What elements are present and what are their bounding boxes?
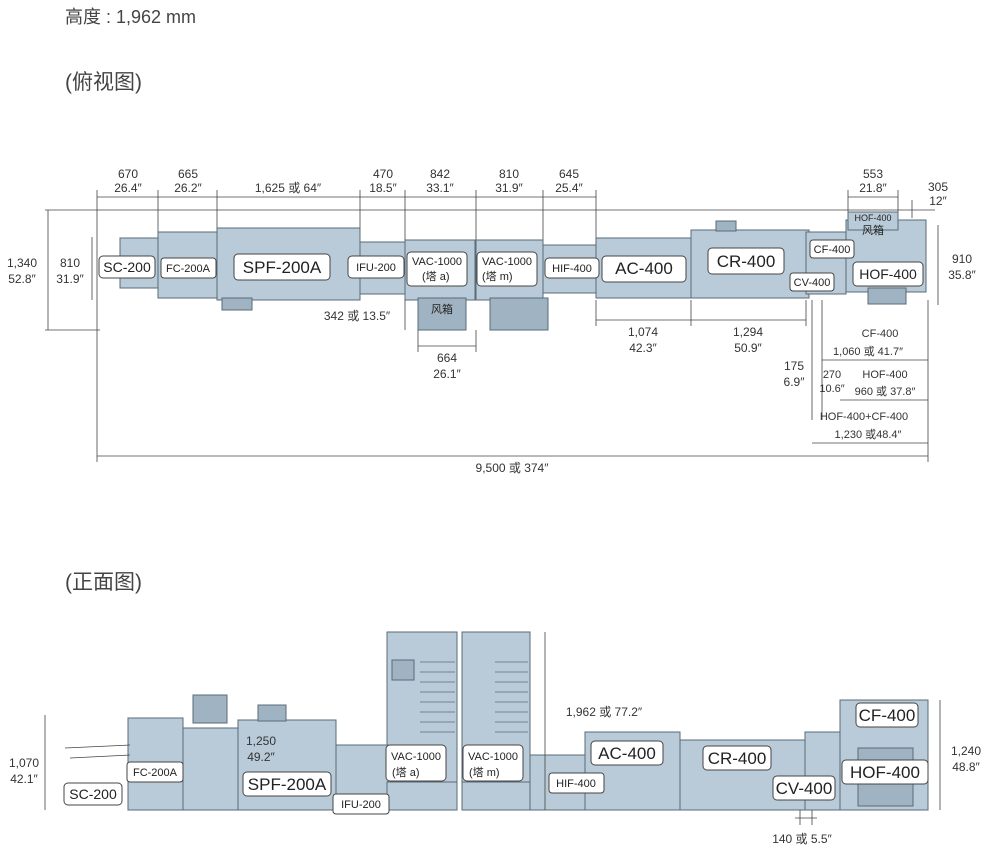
dim-470-in: 18.5″ <box>369 181 397 195</box>
dim-342: 342 或 13.5″ <box>324 309 391 323</box>
dim-670-in: 26.4″ <box>114 181 142 195</box>
dim-842-in: 33.1″ <box>426 181 454 195</box>
front-view-title: (正面图) <box>65 571 142 594</box>
front-vac-a-label: VAC-1000 <box>391 751 441 763</box>
top-hof400-label: HOF-400 <box>859 266 917 282</box>
front-spf200a-label: SPF-200A <box>248 775 327 794</box>
height-spec: 高度 : 1,962 mm <box>65 7 197 27</box>
top-cf400-label: CF-400 <box>814 244 851 256</box>
dim-combo-val: 1,230 或48.4″ <box>835 428 902 441</box>
top-hof400-small: HOF-400 <box>854 213 891 223</box>
dim-hof-106: 10.6″ <box>819 383 844 395</box>
dim-670-mm: 670 <box>118 167 138 181</box>
front-ac400-label: AC-400 <box>598 744 656 763</box>
dim-553-in: 21.8″ <box>859 181 887 195</box>
dim-470-mm: 470 <box>373 167 393 181</box>
top-vac-m-label: VAC-1000 <box>482 256 532 268</box>
top-cr400-label: CR-400 <box>717 252 776 271</box>
front-fc200a-label: FC-200A <box>133 767 178 779</box>
dim-664-mm: 664 <box>437 351 457 365</box>
front-vac-m-label: VAC-1000 <box>468 751 518 763</box>
dim-1294-in: 50.9″ <box>734 341 762 355</box>
front-dim-cv-gap: 140 或 5.5″ <box>772 832 832 846</box>
dim-665-mm: 665 <box>178 167 198 181</box>
dim-305-in: 12″ <box>929 194 947 208</box>
dim-1294-mm: 1,294 <box>733 325 763 339</box>
front-dim-1250-in: 49.2″ <box>247 750 275 764</box>
front-vac-a-sub: (塔 a) <box>392 766 420 779</box>
dim-910-in: 35.8″ <box>948 268 976 282</box>
front-dim-1070-mm: 1,070 <box>9 756 39 770</box>
dim-553-mm: 553 <box>863 167 883 181</box>
top-vac-a-sub: (塔 a) <box>422 270 450 283</box>
top-ac400-label: AC-400 <box>615 259 673 278</box>
front-cf400-label: CF-400 <box>859 706 916 725</box>
top-sc200-label: SC-200 <box>103 259 151 275</box>
top-view: SC-200 FC-200A SPF-200A IFU-200 VAC-1000… <box>7 167 977 475</box>
top-view-title: (俯视图) <box>65 71 142 94</box>
front-hif400-label: HIF-400 <box>556 778 596 790</box>
top-fengxiang-1: 风箱 <box>431 302 453 316</box>
dim-810-in: 31.9″ <box>495 181 523 195</box>
dim-842-mm: 842 <box>430 167 450 181</box>
front-vac-m-sub: (塔 m) <box>469 766 500 779</box>
top-spf200a-label: SPF-200A <box>243 258 322 277</box>
dim-305-mm: 305 <box>928 180 948 194</box>
top-fc200a-label: FC-200A <box>166 263 211 275</box>
top-cv400-label: CV-400 <box>794 277 831 289</box>
dim-hof-270: 270 <box>823 369 841 381</box>
front-dim-1240-in: 48.8″ <box>952 760 980 774</box>
dim-1625: 1,625 或 64″ <box>255 181 322 195</box>
dim-665-in: 26.2″ <box>174 181 202 195</box>
dim-cf-val: 1,060 或 41.7″ <box>833 345 903 358</box>
dim-175-mm: 175 <box>784 359 804 373</box>
dim-hof-val: 960 或 37.8″ <box>855 385 916 398</box>
dim-810-mm: 810 <box>499 167 519 181</box>
top-hif400-label: HIF-400 <box>552 263 592 275</box>
front-dim-1250-mm: 1,250 <box>246 734 276 748</box>
front-cr400-label: CR-400 <box>708 749 767 768</box>
front-dim-1070-in: 42.1″ <box>10 772 38 786</box>
dim-1340-mm: 1,340 <box>7 256 37 270</box>
dim-645-in: 25.4″ <box>555 181 583 195</box>
top-vac-m-sub: (塔 m) <box>482 270 513 283</box>
dim-total: 9,500 或 374″ <box>476 461 550 475</box>
dim-664-in: 26.1″ <box>433 367 461 381</box>
dim-cf-title: CF-400 <box>862 328 899 340</box>
dim-1074-in: 42.3″ <box>629 341 657 355</box>
dim-175-in: 6.9″ <box>784 375 806 389</box>
front-dim-tower: 1,962 或 77.2″ <box>566 705 643 719</box>
front-sc200-label: SC-200 <box>69 786 117 802</box>
dim-combo-title: HOF-400+CF-400 <box>820 411 908 423</box>
dim-910-mm: 910 <box>952 252 972 266</box>
dim-1340-in: 52.8″ <box>8 272 36 286</box>
front-cv400-label: CV-400 <box>776 779 833 798</box>
front-ifu200-label: IFU-200 <box>341 799 381 811</box>
dim-645-mm: 645 <box>559 167 579 181</box>
front-hof400-label: HOF-400 <box>850 763 920 782</box>
dim-1074-mm: 1,074 <box>628 325 658 339</box>
top-fengxiang-2: 风箱 <box>862 223 884 237</box>
dim-hof-title: HOF-400 <box>862 369 907 381</box>
top-vac-a-label: VAC-1000 <box>412 256 462 268</box>
dim-810l-mm: 810 <box>60 256 80 270</box>
front-dim-1240-mm: 1,240 <box>951 744 981 758</box>
front-view: SC-200 FC-200A SPF-200A IFU-200 VAC-1000… <box>9 631 981 846</box>
dim-810l-in: 31.9″ <box>56 272 84 286</box>
top-ifu200-label: IFU-200 <box>356 262 396 274</box>
